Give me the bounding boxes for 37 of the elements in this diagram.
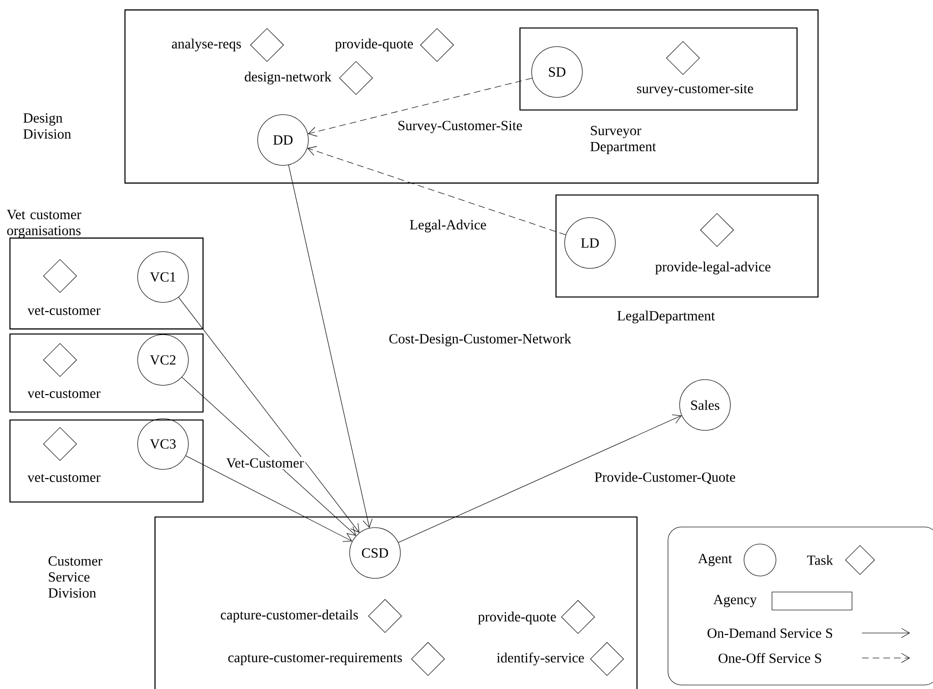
- arrow: [186, 455, 352, 542]
- legend-label: Agency: [713, 594, 757, 608]
- task-label: provide-quote: [478, 612, 556, 624]
- agency-label: Design Division: [23, 113, 72, 139]
- agency-label: Customer Service Division: [48, 556, 102, 598]
- arrow: [182, 376, 356, 536]
- task-label: design-network: [244, 72, 332, 84]
- arrow: [308, 78, 532, 137]
- agency-label: Surveyor Department: [590, 126, 656, 154]
- edge-label: Cost-Design-Customer-Network: [387, 332, 573, 348]
- agency-box: [9, 419, 204, 503]
- legend-label: One-Off Service S: [718, 653, 822, 663]
- agency-label: LegalDepartment: [617, 310, 715, 324]
- legend-label: Agent: [698, 554, 732, 566]
- task-label: capture-customer-details: [220, 610, 358, 622]
- legend-label: On-Demand Service S: [708, 628, 832, 638]
- edge-label: Survey-Customer-Site: [396, 120, 524, 134]
- arrow: [307, 146, 566, 236]
- legend-label: Task: [807, 555, 834, 565]
- task-label: provide-legal-advice: [655, 262, 770, 274]
- task-label: identify-service: [496, 652, 584, 666]
- task-label: vet-customer: [27, 390, 100, 398]
- group-label: Vet customer organisations: [6, 210, 82, 238]
- task-label: vet-customer: [27, 474, 100, 482]
- agency-box: [9, 238, 204, 330]
- arrow: [398, 414, 682, 543]
- task-label: capture-customer-requirements: [228, 652, 402, 666]
- edge-label: Provide-Customer-Quote: [593, 470, 737, 486]
- edge-label: Vet-Customer: [224, 456, 306, 470]
- task-label: vet-customer: [27, 306, 100, 316]
- edge-label: Legal-Advice: [408, 218, 488, 234]
- task-label: provide-quote: [335, 38, 413, 52]
- agency-box: [9, 333, 204, 413]
- task-label: analyse-reqs: [172, 38, 241, 52]
- task-label: survey-customer-site: [637, 84, 754, 96]
- arrow: [178, 297, 360, 533]
- arrow: [288, 164, 372, 528]
